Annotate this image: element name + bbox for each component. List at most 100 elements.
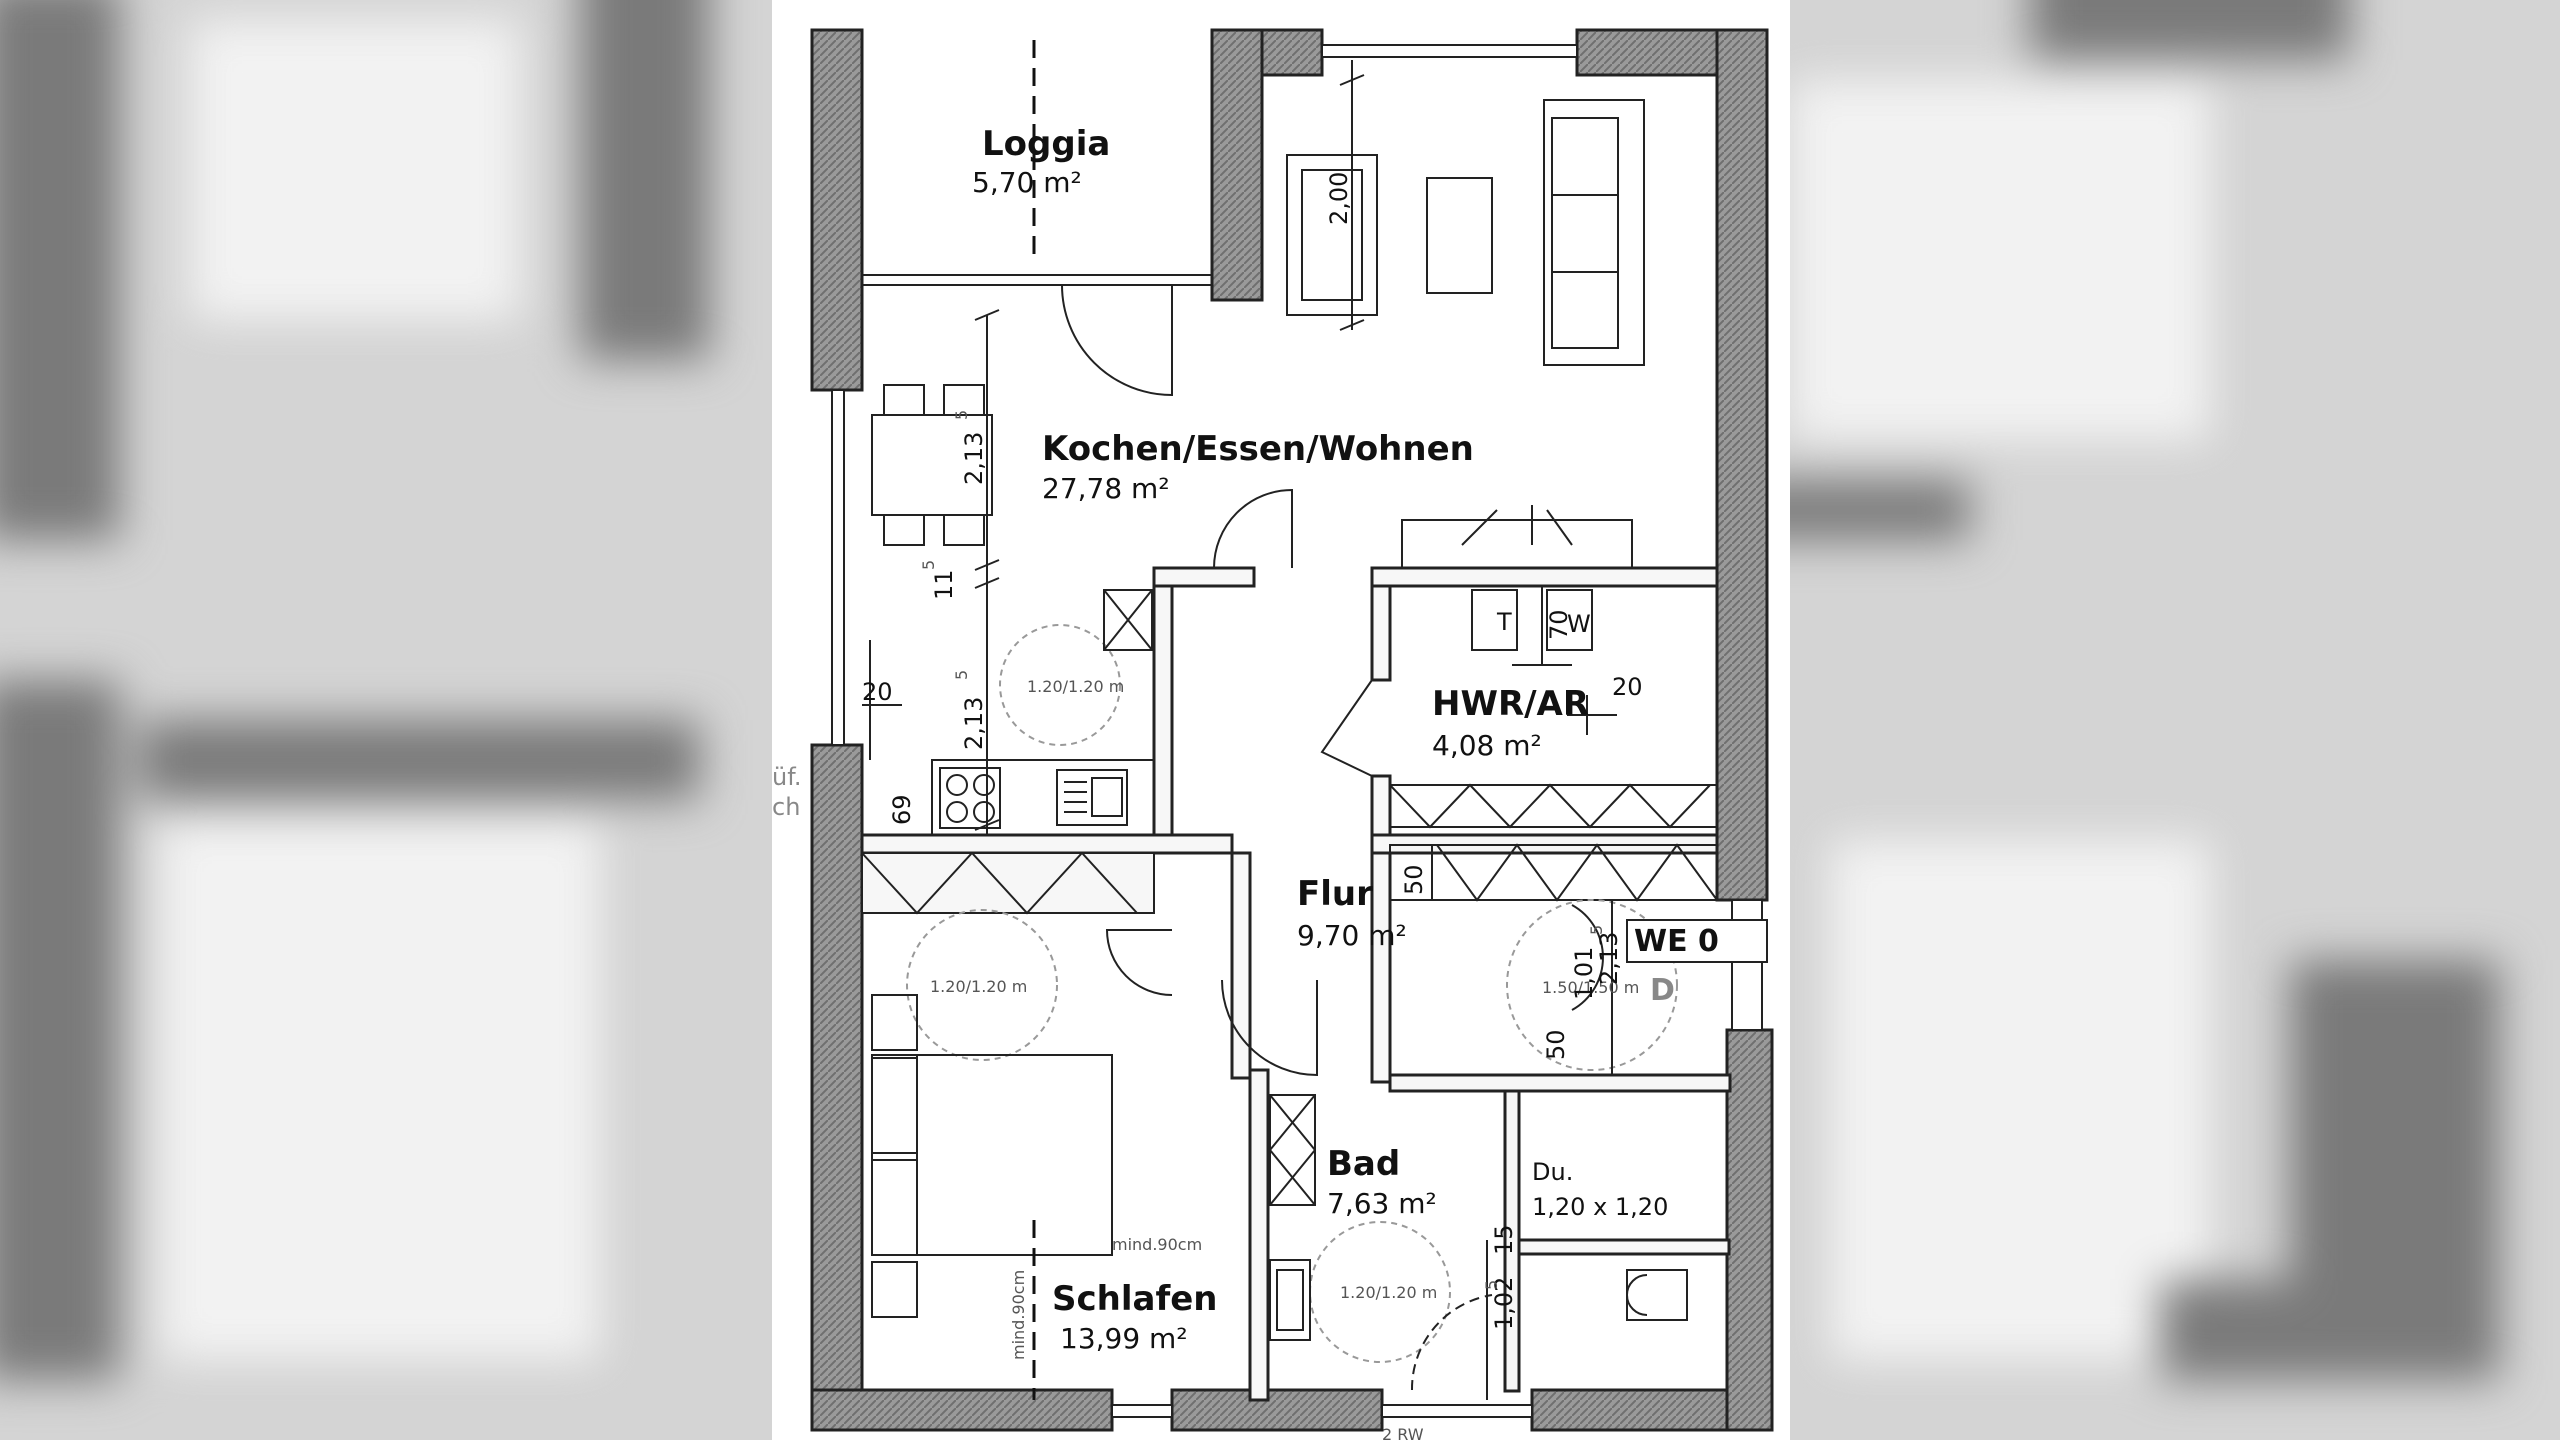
armchair	[1286, 154, 1378, 316]
sink	[1056, 769, 1128, 826]
floor-plan: Loggia 5,70 m² 2,00	[772, 0, 1790, 1444]
hwr-name: HWR/AR	[1432, 684, 1589, 724]
edge-text-1: üf.	[772, 763, 802, 791]
wall-left-upper	[810, 28, 864, 392]
kochen-name: Kochen/Essen/Wohnen	[1042, 429, 1474, 469]
bath-door-swing	[1221, 979, 1318, 1077]
hall-turning-circle	[1506, 899, 1678, 1071]
interior-walls	[860, 566, 1732, 1402]
bath-door	[1410, 1294, 1493, 1391]
edge-text-2: ch	[772, 793, 800, 821]
chair-1	[883, 384, 925, 416]
dim-sofa-depth: 2,00	[1325, 172, 1353, 225]
unit-label-box	[1626, 919, 1768, 963]
window-left	[831, 389, 845, 746]
flur-name: Flur	[1297, 874, 1373, 914]
dusche-size: 1,20 x 1,20	[1532, 1193, 1668, 1221]
wall-bottom-left	[810, 1388, 1114, 1432]
loggia-area: 5,70 m²	[972, 166, 1082, 199]
dining-table	[871, 414, 993, 516]
dining-furniture	[862, 309, 1000, 835]
armchair-seat	[1301, 169, 1363, 301]
bath-turning-circle	[1309, 1221, 1451, 1363]
fridge	[1103, 589, 1153, 651]
bedroom-turning-label: 1.20/1.20 m	[930, 977, 1027, 996]
bedroom-door	[1105, 929, 1173, 996]
dim-hall-50-top: 50	[1400, 864, 1428, 895]
loggia-room: Loggia 5,70 m²	[862, 40, 1212, 397]
hall-turning-label: 1.50/1.50 m	[1542, 978, 1639, 997]
dim-counter-69: 69	[888, 794, 916, 825]
bed	[871, 1054, 1113, 1256]
bathroom	[1269, 1094, 1688, 1400]
wall-right-upper	[1715, 28, 1769, 902]
kitchen-turning-label: 1.20/1.20 m	[1027, 677, 1124, 696]
dim-wall-20-right: 20	[1612, 673, 1643, 701]
unit-label: WE 0	[1634, 924, 1719, 959]
dim-kitchen-lower: 2,13	[960, 697, 988, 750]
hwr-door	[1320, 679, 1373, 777]
loggia-door	[1061, 284, 1173, 397]
washer	[1546, 589, 1593, 651]
wall-kitchen-bedroom	[860, 833, 1234, 855]
dim-hall-213: 2,13	[1595, 932, 1623, 985]
hwr-shelf	[1389, 784, 1718, 828]
bedroom-turning-circle	[906, 909, 1058, 1061]
dim-hall-213-sup: 5	[1587, 925, 1606, 935]
chair-4	[943, 514, 985, 546]
kitchen-turning-circle	[999, 624, 1121, 746]
hall-storage	[1389, 843, 1718, 902]
chair-3	[883, 514, 925, 546]
tv-unit	[1401, 519, 1633, 569]
flur-room	[1105, 899, 1678, 1077]
wall-right-lower	[1725, 1028, 1774, 1432]
dim-kitchen-upper-sup: 5	[952, 410, 971, 420]
blurred-backdrop-right	[1790, 0, 2560, 1440]
wall-top-right-stub	[1575, 28, 1719, 77]
floor-plan-drawing: Loggia 5,70 m² 2,00	[772, 28, 1774, 1444]
sofa-cushions	[1551, 117, 1619, 349]
bad-name: Bad	[1327, 1144, 1400, 1184]
kitchen	[931, 589, 1155, 836]
loggia-name: Loggia	[982, 124, 1110, 164]
dryer-label: T	[1496, 608, 1512, 636]
wall-shower-wc	[1517, 1238, 1731, 1256]
cooktop	[939, 767, 1001, 829]
dim-bad-102: 1,02	[1490, 1277, 1518, 1330]
entrance-door	[1571, 904, 1604, 1011]
kitchen-door	[1213, 488, 1293, 569]
nightstand-top	[871, 994, 918, 1051]
bath-cabinet	[1269, 1094, 1316, 1206]
wall-bedroom-flur	[1230, 851, 1252, 1080]
dim-kitchen-lower-sup: 5	[952, 670, 971, 680]
hwr-area: 4,08 m²	[1432, 729, 1542, 762]
dim-bad-15: 15	[1490, 1224, 1518, 1255]
hwr-room	[1320, 585, 1718, 829]
unit-letter: D	[1650, 973, 1675, 1008]
bath-turning-label: 1.20/1.20 m	[1340, 1283, 1437, 1302]
sofa	[1543, 99, 1645, 366]
bottom-text: 2 RW	[1382, 1425, 1424, 1440]
window-bottom-right	[1381, 1404, 1533, 1418]
dryer	[1471, 589, 1518, 651]
coffee-table	[1426, 177, 1493, 294]
kitchen-counter	[931, 759, 1155, 836]
wall-kitchen-corner	[1152, 566, 1256, 588]
schlafen-area: 13,99 m²	[1060, 1322, 1188, 1355]
window-bottom-left	[1111, 1404, 1173, 1418]
blurred-backdrop-left	[0, 0, 772, 1440]
dim-hwr-70: 70	[1545, 609, 1573, 640]
bedroom-wardrobe	[861, 852, 1155, 914]
exterior-walls	[810, 28, 1774, 1432]
nightstand-bottom	[871, 1261, 918, 1318]
wall-loggia-right	[1210, 28, 1264, 302]
wall-top-left-stub	[1260, 28, 1324, 77]
bad-area: 7,63 m²	[1327, 1187, 1437, 1220]
kochen-area: 27,78 m²	[1042, 472, 1170, 505]
dim-wall-20-left: 20	[862, 678, 893, 706]
dim-bad-102-sup: 5	[1482, 1280, 1501, 1290]
washbasin	[1269, 1259, 1311, 1341]
window-top	[1321, 44, 1578, 58]
dim-gap: 11	[930, 569, 958, 600]
